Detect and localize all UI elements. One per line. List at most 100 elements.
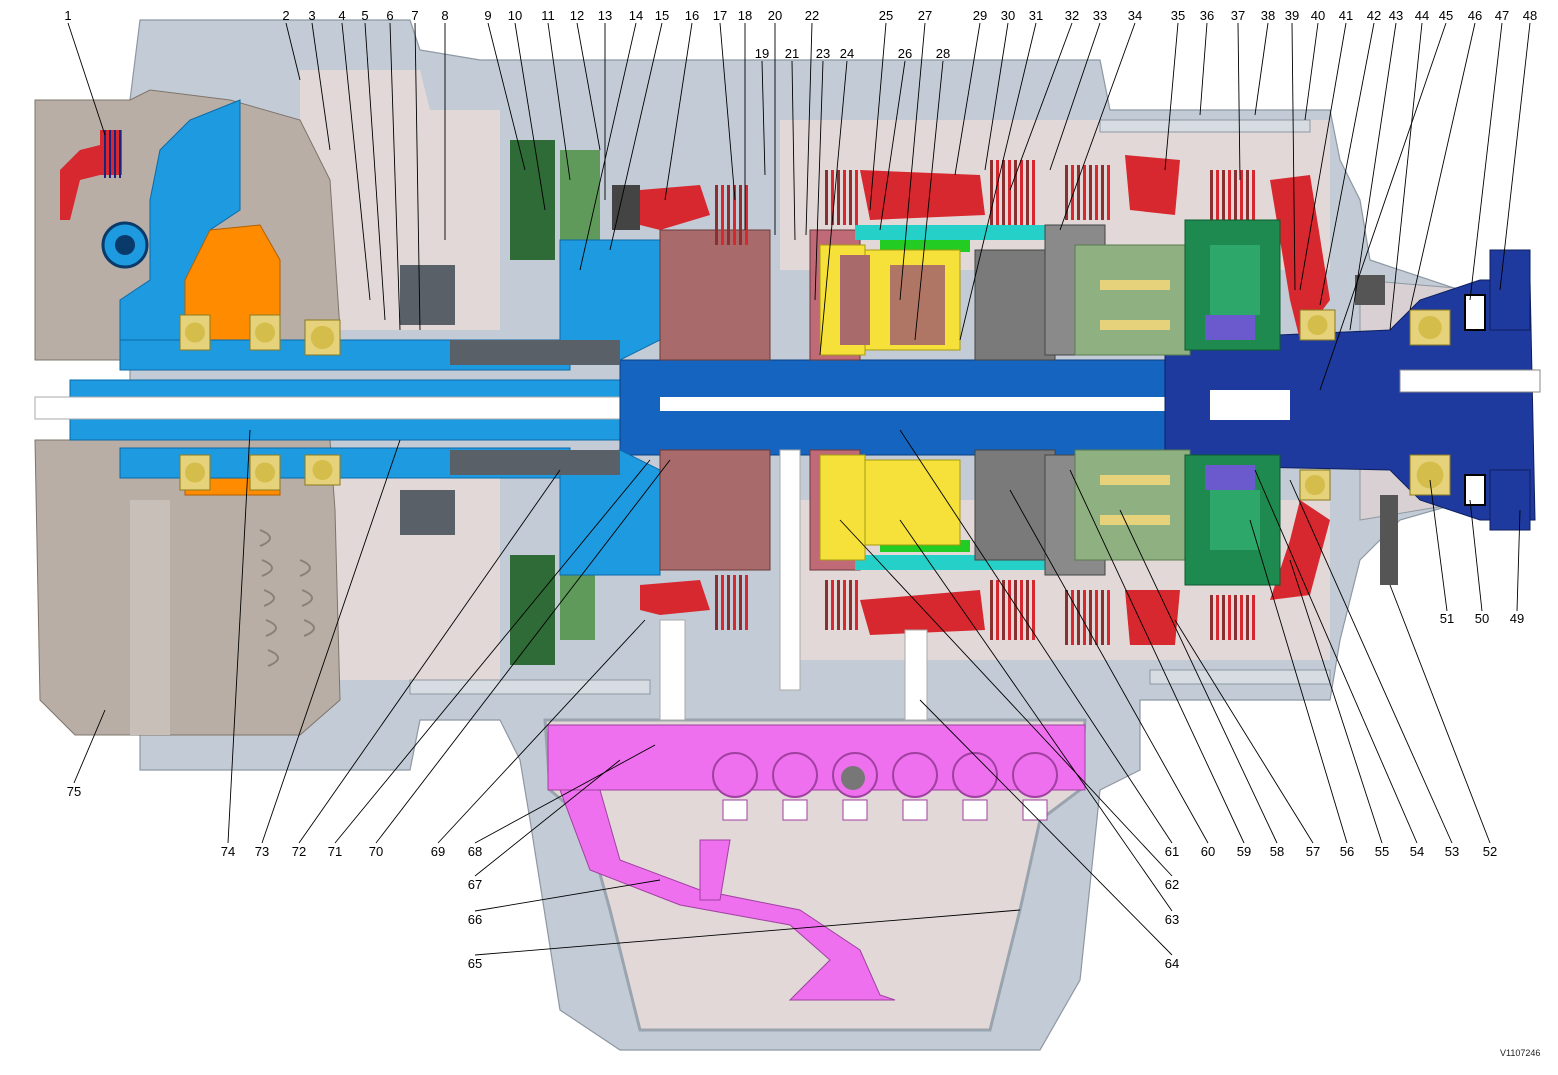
callout-number: 41 — [1339, 8, 1353, 23]
callout-number: 65 — [468, 956, 482, 971]
callout-number: 43 — [1389, 8, 1403, 23]
leader-line — [805, 22, 813, 236]
clutch-plate — [1234, 595, 1237, 640]
leader-line — [1319, 22, 1375, 306]
clutch-plate — [721, 575, 724, 630]
clutch-plate — [1002, 580, 1005, 640]
leader-line — [285, 22, 301, 81]
output-flange — [1489, 469, 1531, 531]
clutch-drum — [659, 449, 771, 571]
clutch-plate — [1002, 160, 1005, 240]
planet-gear — [864, 459, 961, 546]
leader-line — [1059, 22, 1136, 231]
ring-gear-band — [855, 225, 1045, 240]
leader-line — [437, 619, 646, 844]
main-shaft-bore — [660, 397, 1210, 411]
callout-number: 56 — [1340, 844, 1354, 859]
leader-line — [1237, 22, 1241, 181]
clutch-piston — [640, 580, 710, 615]
clutch-plate — [1032, 160, 1035, 240]
callout-number: 9 — [484, 8, 491, 23]
leader-line — [1289, 559, 1383, 844]
clutch-plate — [715, 185, 718, 245]
leader-line — [334, 459, 651, 844]
stator-support — [450, 450, 620, 475]
clutch-plate — [1089, 165, 1092, 220]
callout-number: 51 — [1440, 611, 1454, 626]
bearing-ball — [1307, 315, 1328, 335]
bearing-ball — [312, 460, 333, 480]
stator-support — [450, 340, 620, 365]
clutch-plate — [1014, 160, 1017, 240]
pump-housing — [510, 555, 555, 665]
callout-number: 16 — [685, 8, 699, 23]
leader-line — [514, 22, 546, 211]
leader-line — [389, 22, 401, 331]
callout-number: 32 — [1065, 8, 1079, 23]
input-shaft — [34, 339, 671, 479]
leader-line — [899, 519, 1173, 912]
callout-number: 39 — [1285, 8, 1299, 23]
callout-number: 14 — [629, 8, 643, 23]
callout-number: 19 — [755, 46, 769, 61]
solenoid — [952, 752, 998, 798]
callout-number: 8 — [441, 8, 448, 23]
clutch-plate — [1089, 590, 1092, 645]
clutch-plate — [739, 185, 742, 245]
clutch-plate — [1026, 580, 1029, 640]
clutch-plate — [1077, 165, 1080, 220]
carrier-pin — [1100, 280, 1170, 290]
clutch-plate — [727, 185, 730, 245]
clutch-plate — [727, 575, 730, 630]
input-shaft-bore — [34, 396, 656, 420]
oil-pump — [510, 140, 600, 665]
rear-planet-carrier — [1074, 244, 1191, 356]
gray-gear — [974, 449, 1056, 561]
clutch-plate — [721, 185, 724, 245]
housing-bolt — [1149, 669, 1331, 685]
clutch-plate — [1234, 170, 1237, 220]
bearing-ball — [185, 462, 205, 483]
callout-number: 64 — [1165, 956, 1179, 971]
leader-line — [487, 22, 526, 171]
oil-passage — [779, 449, 801, 691]
clutch-drum — [659, 229, 771, 361]
callout-number: 28 — [936, 46, 950, 61]
clutch-plate — [1065, 165, 1068, 220]
parking-pawl — [400, 265, 455, 325]
solenoid — [772, 752, 818, 798]
callout-number: 61 — [1165, 844, 1179, 859]
clutch-plate — [733, 185, 736, 245]
callout-number: 21 — [785, 46, 799, 61]
clutch-plate — [996, 580, 999, 640]
leader-line — [1289, 479, 1453, 844]
output-seal — [1464, 294, 1486, 331]
clutch-plate — [1083, 165, 1086, 220]
leader-line — [1009, 22, 1073, 191]
leader-line — [1389, 584, 1491, 844]
callout-number: 69 — [431, 844, 445, 859]
callout-number: 68 — [468, 844, 482, 859]
callout-number: 33 — [1093, 8, 1107, 23]
leader-line — [919, 699, 1173, 956]
shift-rod — [904, 629, 928, 721]
callout-number: 27 — [918, 8, 932, 23]
clutch-plate — [1020, 580, 1023, 640]
housing-bolt — [1099, 119, 1311, 133]
callout-number: 54 — [1410, 844, 1424, 859]
leader-line — [1299, 22, 1347, 291]
callout-number: 70 — [369, 844, 383, 859]
leader-line — [1119, 509, 1278, 844]
clutch-plate — [715, 575, 718, 630]
leader-line — [1254, 469, 1418, 844]
clutch-piston — [1125, 155, 1180, 215]
leader-line — [791, 60, 796, 241]
output-flange — [1489, 249, 1531, 331]
clutch-piston — [860, 170, 985, 220]
callout-number: 44 — [1415, 8, 1429, 23]
ring-gear-teeth — [1210, 245, 1260, 315]
leader-line — [879, 60, 906, 231]
callout-number: 37 — [1231, 8, 1245, 23]
